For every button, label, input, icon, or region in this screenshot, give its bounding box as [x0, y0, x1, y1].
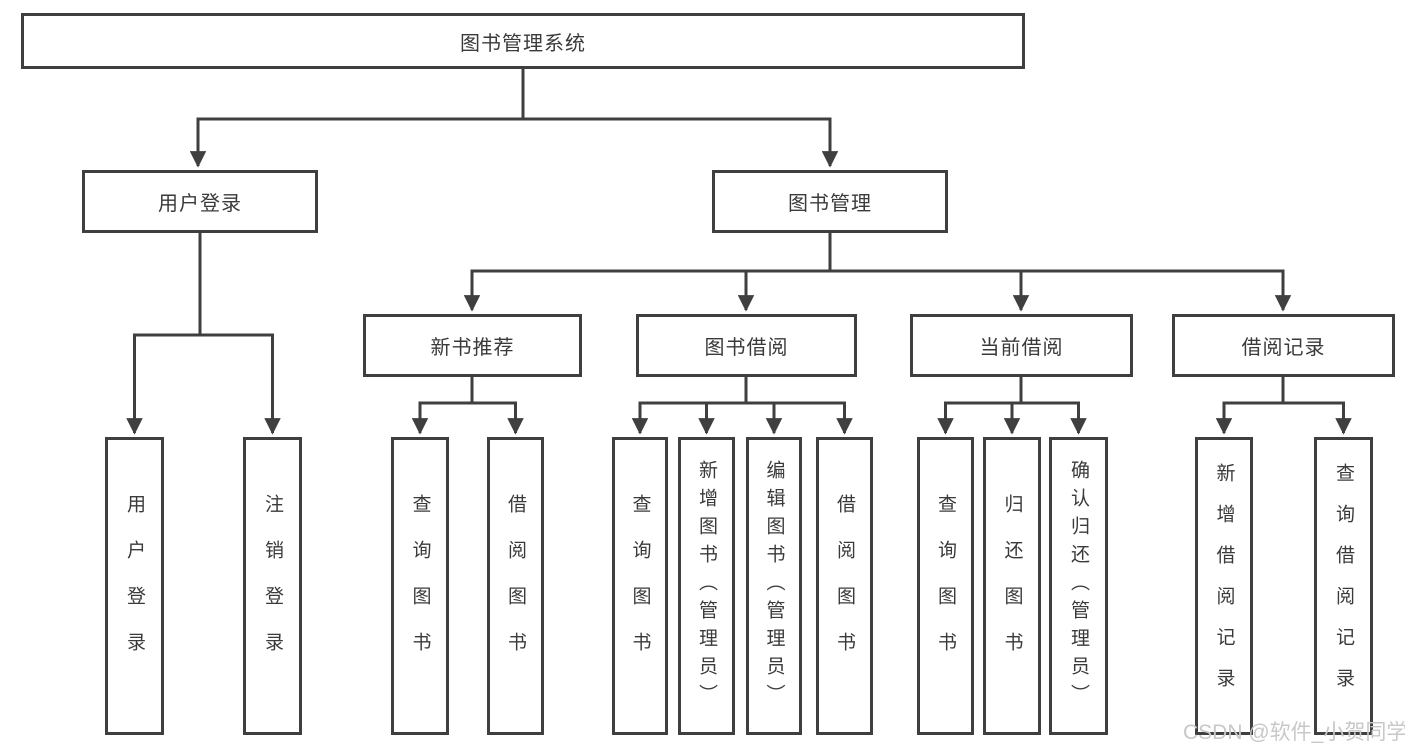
- leaf-add-books-admin: 新增图书（管理员）: [678, 437, 735, 735]
- leaf-borrow-books-newrec: 借阅图书: [487, 437, 544, 735]
- leaf-query-books-newrec: 查询图书: [391, 437, 449, 735]
- node-label: 当前借阅: [979, 337, 1064, 359]
- node-current-borrowing: 当前借阅: [910, 314, 1133, 377]
- node-user-login: 用户登录: [82, 170, 318, 233]
- leaf-label: 查询图书: [409, 494, 431, 678]
- leaf-return-books: 归还图书: [983, 437, 1041, 735]
- leaf-borrow-books: 借阅图书: [816, 437, 873, 735]
- leaf-query-books-borrow: 查询图书: [612, 437, 668, 735]
- leaf-label: 注销登录: [262, 494, 283, 678]
- node-label: 新书推荐: [430, 337, 515, 359]
- node-label: 图书管理系统: [460, 32, 586, 55]
- node-library-management-system: 图书管理系统: [21, 13, 1025, 69]
- leaf-logout: 注销登录: [243, 437, 302, 735]
- node-new-book-recommendation: 新书推荐: [363, 314, 582, 377]
- leaf-label: 借阅图书: [505, 494, 526, 678]
- leaf-label: 新增借阅记录: [1213, 463, 1235, 709]
- node-label: 图书借阅: [704, 337, 789, 359]
- node-label: 借阅记录: [1241, 337, 1326, 359]
- leaf-edit-books-admin: 编辑图书（管理员）: [746, 437, 802, 735]
- node-label: 用户登录: [158, 193, 242, 215]
- leaf-query-borrow-record: 查询借阅记录: [1314, 437, 1373, 735]
- leaf-label: 查询借阅记录: [1333, 463, 1354, 709]
- leaf-label: 归还图书: [1001, 494, 1023, 678]
- leaf-label: 编辑图书（管理员）: [763, 460, 785, 712]
- leaf-query-books-current: 查询图书: [917, 437, 974, 735]
- node-book-management: 图书管理: [712, 170, 948, 233]
- leaf-label: 新增图书（管理员）: [696, 460, 717, 712]
- node-book-borrowing: 图书借阅: [636, 314, 857, 377]
- csdn-watermark: CSDN @软件_小贺同学: [1183, 721, 1405, 744]
- leaf-label: 确认归还（管理员）: [1068, 460, 1089, 712]
- leaf-confirm-return-admin: 确认归还（管理员）: [1049, 437, 1108, 735]
- leaf-label: 借阅图书: [834, 494, 855, 678]
- node-label: 图书管理: [788, 193, 872, 215]
- leaf-user-login: 用户登录: [105, 437, 164, 735]
- node-borrowing-records: 借阅记录: [1172, 314, 1395, 377]
- leaf-label: 用户登录: [124, 494, 145, 678]
- leaf-label: 查询图书: [935, 494, 956, 678]
- leaf-label: 查询图书: [629, 494, 651, 678]
- leaf-add-borrow-record: 新增借阅记录: [1195, 437, 1253, 735]
